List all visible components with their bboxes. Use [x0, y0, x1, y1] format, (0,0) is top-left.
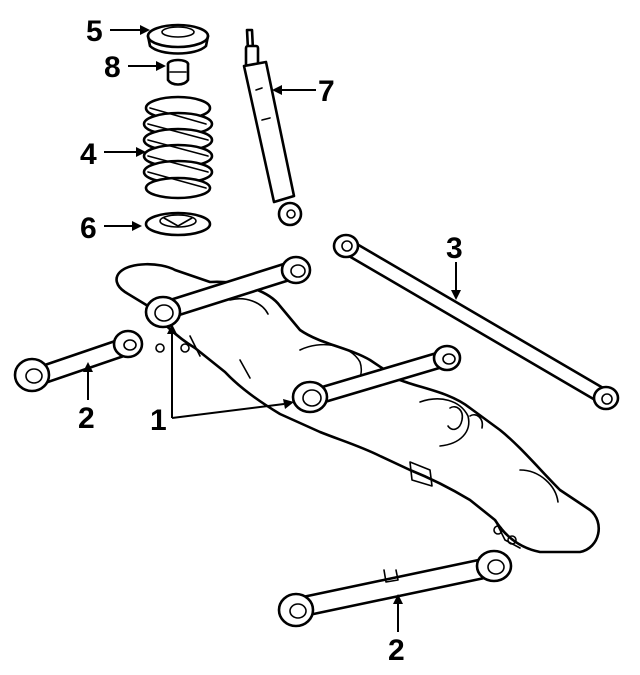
callout-3: 3: [446, 232, 463, 265]
upper-control-arm-left: [144, 255, 312, 329]
lower-control-arm-left: [13, 329, 144, 393]
upper-control-arm-right: [291, 344, 462, 414]
lateral-rod: [332, 233, 620, 411]
callout-7: 7: [318, 75, 335, 108]
callout-5: 5: [86, 15, 103, 48]
leader-lines: [83, 25, 461, 632]
callout-2-bottom: 2: [388, 634, 405, 667]
shock-absorber: [242, 28, 303, 227]
axle-housing: [115, 262, 600, 554]
bump-stop: [166, 58, 190, 86]
lower-control-arm-bottom: [277, 549, 513, 628]
callout-4: 4: [80, 138, 97, 171]
callout-2-left: 2: [78, 402, 95, 435]
callout-6: 6: [80, 212, 97, 245]
spring-lower-seat: [144, 211, 212, 237]
coil-spring: [142, 95, 214, 200]
callout-1: 1: [150, 404, 167, 437]
callout-8: 8: [104, 51, 121, 84]
spring-upper-seat: [146, 23, 210, 55]
